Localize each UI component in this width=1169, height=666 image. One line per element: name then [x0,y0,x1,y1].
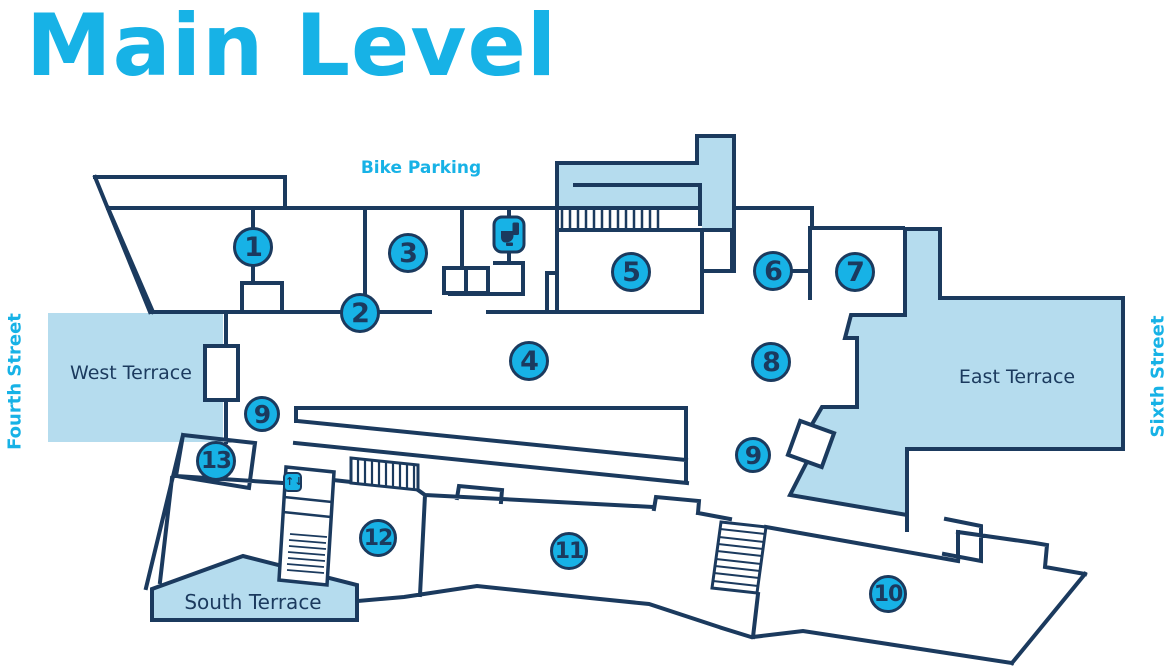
marker-13-13[interactable]: 13 [196,441,236,481]
marker-9-8[interactable]: 9 [244,396,280,432]
stairs-east [710,520,768,595]
east-terrace-label: East Terrace [958,366,1076,388]
east-vestibule [785,418,837,470]
west-terrace-area [48,313,223,442]
marker-2-1[interactable]: 2 [340,293,380,333]
fourth-street-label: Fourth Street [4,313,26,450]
south-terrace-label: South Terrace [184,590,322,614]
marker-5-4[interactable]: 5 [611,252,651,292]
marker-11-11[interactable]: 11 [550,532,588,570]
page-title: Main Level [26,0,558,96]
stairs-north [560,209,660,229]
marker-8-7[interactable]: 8 [751,342,791,382]
walls [92,134,1088,666]
marker-9-9[interactable]: 9 [735,437,771,473]
marker-12-12[interactable]: 12 [359,519,397,557]
bike-parking-label: Bike Parking [360,158,482,178]
west-terrace-door [203,344,240,402]
west-terrace-label: West Terrace [70,362,192,384]
marker-6-5[interactable]: 6 [753,251,793,291]
bike-canopy-area [557,136,734,229]
marker-4-3[interactable]: 4 [509,341,549,381]
elevator-icon: ↑↓ [283,472,303,492]
stair-shaft [277,465,336,587]
restroom-icon [492,215,526,254]
marker-10-10[interactable]: 10 [869,575,907,613]
marker-7-6[interactable]: 7 [835,252,875,292]
marker-1-0[interactable]: 1 [233,227,273,267]
marker-3-2[interactable]: 3 [388,233,428,273]
stairs-center [349,456,420,492]
sixth-street-label: Sixth Street [1147,315,1169,438]
